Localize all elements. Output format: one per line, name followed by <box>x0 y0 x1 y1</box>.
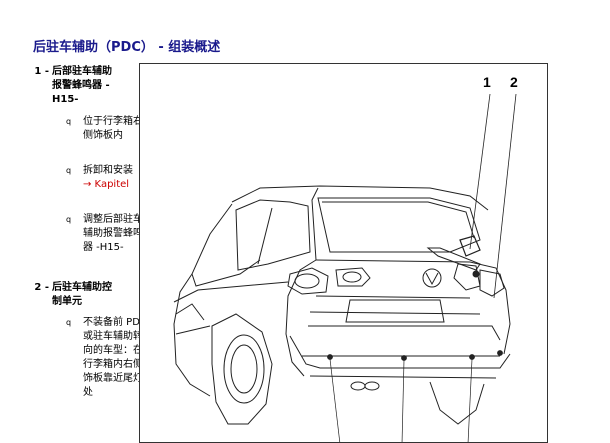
list-item-1: 1 - 后部驻车辅助报警蜂鸣器 -H15- <box>33 65 133 109</box>
car-drawing <box>173 93 517 442</box>
list-item-2: 2 - 后驻车辅助控制单元 <box>33 281 133 311</box>
bullet-icon: q <box>66 117 72 126</box>
callout-2: 2 <box>510 74 518 90</box>
kapitel-link[interactable]: → Kapitel <box>83 179 130 190</box>
item-label: 后部驻车辅助报警蜂鸣器 -H15- <box>52 66 112 105</box>
sub-item-text: 位于行李箱右侧饰板内 <box>83 116 143 141</box>
sub-item-text: 不装备前 PDC 或驻车辅助转向的车型：在行李箱内右侧饰板靠近尾灯处 <box>83 317 147 398</box>
item-label: 后驻车辅助控制单元 <box>52 282 112 307</box>
car-rear-illustration: 1 2 <box>139 63 548 443</box>
sub-item-text: 调整后部驻车辅助报警蜂鸣器 -H15- <box>83 214 143 253</box>
callout-1: 1 <box>483 74 491 90</box>
sub-item-text: 拆卸和安装 <box>83 165 133 176</box>
bullet-icon: q <box>66 215 72 224</box>
bullet-icon: q <box>66 166 72 175</box>
sub-item: q 不装备前 PDC 或驻车辅助转向的车型：在行李箱内右侧饰板靠近尾灯处 <box>66 316 147 432</box>
item-number: 1 - <box>34 66 49 77</box>
item-number: 2 - <box>34 282 49 293</box>
sub-item: q 调整后部驻车辅助报警蜂鸣器 -H15- <box>66 213 146 271</box>
sub-item: q 位于行李箱右侧饰板内 <box>66 115 146 159</box>
bullet-icon: q <box>66 318 72 327</box>
page-title: 后驻车辅助（PDC） - 组装概述 <box>33 40 221 55</box>
sub-item: q 拆卸和安装 → Kapitel <box>66 164 146 208</box>
